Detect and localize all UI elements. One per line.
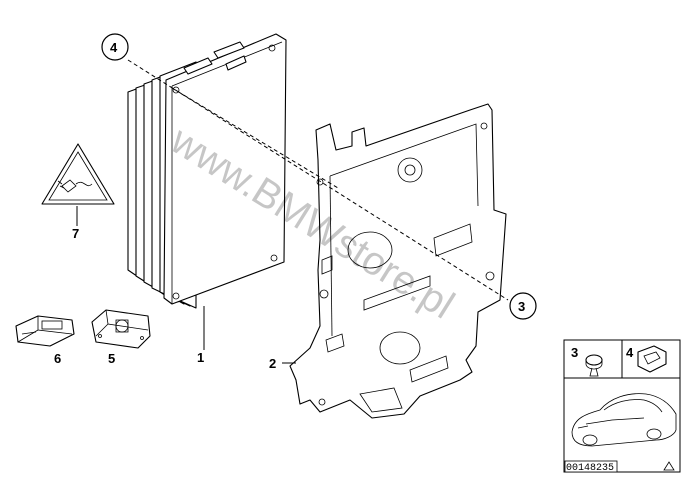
plug-icon (57, 179, 93, 193)
holder-clip-part-5[interactable] (91, 309, 151, 349)
inset-label-3: 3 (571, 345, 578, 360)
callout-4: 4 (110, 40, 118, 55)
warning-triangle-part-7[interactable] (41, 143, 115, 205)
warning-triangle-icon (663, 461, 675, 471)
inset-panel: 3 4 00148235 (563, 339, 681, 474)
alignment-line-a (127, 59, 509, 301)
inset-label-4: 4 (626, 345, 634, 360)
callout-5: 5 (108, 351, 115, 366)
callout-2: 2 (269, 356, 276, 371)
clip-nut-icon (637, 345, 667, 373)
callout-1: 1 (197, 350, 204, 365)
screw-icon (585, 354, 603, 377)
callout-3-badge: 3 (509, 292, 537, 320)
callout-6: 6 (54, 351, 61, 366)
callout-7: 7 (72, 226, 79, 241)
connector-plug-part-6[interactable] (15, 315, 75, 347)
callout-4-badge: 4 (101, 33, 129, 61)
alignment-line-b (171, 87, 339, 189)
callout-3: 3 (518, 299, 525, 314)
mounting-bracket-part-2[interactable] (289, 103, 507, 419)
diagram-code: 00148235 (566, 463, 614, 474)
car-silhouette-icon (571, 393, 677, 447)
